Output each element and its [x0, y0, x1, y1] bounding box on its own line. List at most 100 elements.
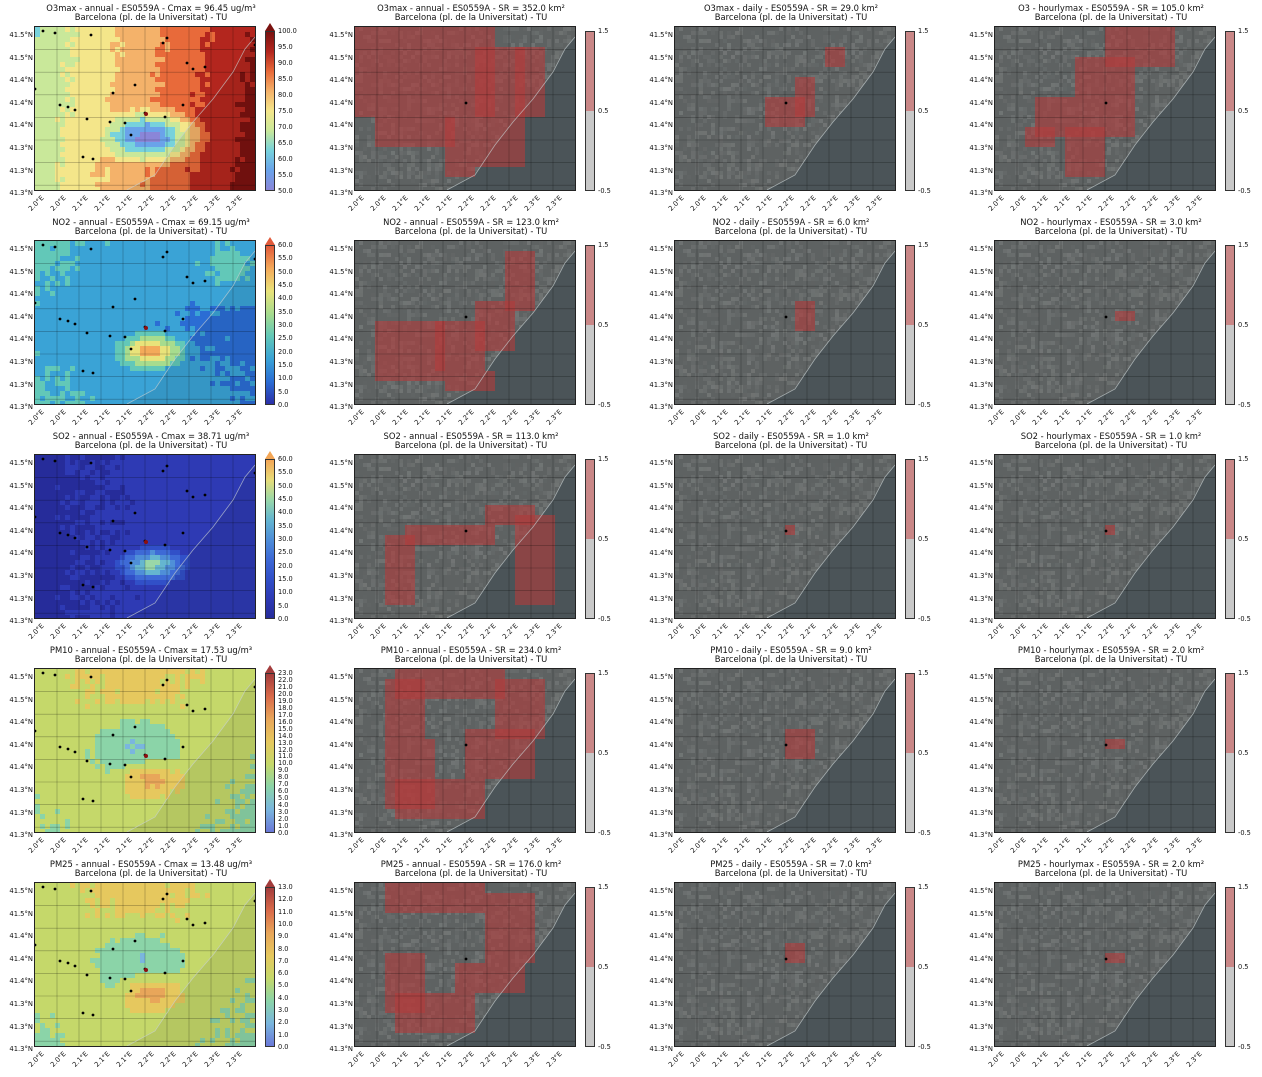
- sr-cell: [455, 525, 465, 535]
- sr-cell: [475, 749, 485, 759]
- sr-cell: [775, 97, 785, 107]
- sr-cell: [1055, 97, 1065, 107]
- sr-cell: [1035, 127, 1045, 137]
- sr-cell: [455, 167, 465, 177]
- sr-cell: [785, 117, 795, 127]
- colorbar-tick-label: 0.0: [278, 402, 289, 409]
- sr-cell: [515, 953, 525, 963]
- chart-subtitle: Barcelona (pl. de la Universitat) - TU: [322, 227, 620, 236]
- colorbar: [265, 245, 275, 405]
- sr-cell: [435, 341, 445, 351]
- chart-subtitle: Barcelona (pl. de la Universitat) - TU: [642, 13, 940, 22]
- sr-cell: [1115, 311, 1125, 321]
- chart-subtitle: Barcelona (pl. de la Universitat) - TU: [2, 441, 300, 450]
- sr-cell: [365, 57, 375, 67]
- ytick-label: 41.4°N: [640, 719, 673, 726]
- sr-cell: [455, 669, 465, 679]
- sr-cell: [1125, 107, 1135, 117]
- sr-cell: [1075, 127, 1085, 137]
- ytick-label: 41.4°N: [320, 291, 353, 298]
- sr-cell: [435, 1003, 445, 1013]
- map-svg: [675, 883, 895, 1046]
- ytick-label: 41.4°N: [960, 528, 993, 535]
- sr-cell: [415, 331, 425, 341]
- sr-cell: [535, 699, 545, 709]
- sr-cell: [455, 893, 465, 903]
- sr-cell: [515, 769, 525, 779]
- sr-cell: [415, 535, 425, 545]
- sr-cell: [1125, 77, 1135, 87]
- sr-cell: [385, 789, 395, 799]
- sr-cell: [395, 739, 405, 749]
- sr-cell: [1115, 27, 1125, 37]
- sr-cell: [1105, 57, 1115, 67]
- ytick-label: 41.3°N: [320, 596, 353, 603]
- ytick-label: 41.3°N: [320, 810, 353, 817]
- sr-cell: [795, 321, 805, 331]
- sr-cell: [465, 883, 475, 893]
- sr-cell: [485, 749, 495, 759]
- map-svg: [995, 883, 1215, 1046]
- ytick-label: 41.4°N: [960, 122, 993, 129]
- sr-cell: [505, 983, 515, 993]
- sr-cell: [495, 739, 505, 749]
- ytick-label: 41.3°N: [640, 404, 673, 411]
- sr-cell: [505, 271, 515, 281]
- sr-cell: [515, 565, 525, 575]
- station-marker: [86, 760, 89, 763]
- ytick-label: 41.3°N: [960, 404, 993, 411]
- sr-cell: [425, 57, 435, 67]
- target-station-marker: [144, 112, 148, 116]
- sr-cell: [405, 27, 415, 37]
- sr-cell: [1095, 137, 1105, 147]
- sr-cell: [465, 789, 475, 799]
- sr-cell: [465, 893, 475, 903]
- map-svg: [355, 669, 575, 832]
- ytick-label: 41.5°N: [0, 269, 33, 276]
- station-marker: [54, 32, 57, 35]
- sr-cell: [435, 525, 445, 535]
- sr-cell: [415, 729, 425, 739]
- sr-cell: [385, 341, 395, 351]
- source-receptor-region: [785, 729, 815, 759]
- sr-cell: [445, 351, 455, 361]
- sr-cell: [475, 27, 485, 37]
- sr-cell: [485, 341, 495, 351]
- ytick-label: 41.3°N: [960, 573, 993, 580]
- sr-cell: [415, 799, 425, 809]
- sr-cell: [375, 47, 385, 57]
- sr-cell: [1095, 97, 1105, 107]
- station-marker: [92, 586, 95, 589]
- chart-subtitle: Barcelona (pl. de la Universitat) - TU: [962, 869, 1260, 878]
- sr-cell: [495, 893, 505, 903]
- sr-cell: [475, 903, 485, 913]
- ytick-label: 41.3°N: [640, 190, 673, 197]
- ytick-label: 41.3°N: [640, 832, 673, 839]
- sr-cell: [475, 729, 485, 739]
- sr-cell: [435, 903, 445, 913]
- sr-cell: [1095, 147, 1105, 157]
- ytick-label: 41.4°N: [960, 77, 993, 84]
- sr-cell: [415, 953, 425, 963]
- sr-cell: [1095, 157, 1105, 167]
- sr-cell: [505, 57, 515, 67]
- ytick-label: 41.4°N: [0, 314, 33, 321]
- sr-cell: [1165, 47, 1175, 57]
- ytick-label: 41.3°N: [0, 787, 33, 794]
- ytick-label: 41.3°N: [0, 596, 33, 603]
- sr-cell: [1125, 127, 1135, 137]
- sr-cell: [485, 515, 495, 525]
- sr-cell: [375, 27, 385, 37]
- sr-cell: [1115, 37, 1125, 47]
- colorbar-tick-label: 1.0: [278, 1032, 289, 1039]
- ytick-label: 41.5°N: [960, 269, 993, 276]
- sr-cell: [1045, 127, 1055, 137]
- ytick-label: 41.4°N: [0, 933, 33, 940]
- station-marker: [109, 335, 112, 338]
- sr-cell: [395, 565, 405, 575]
- colorbar: [585, 459, 595, 619]
- ytick-label: 41.3°N: [320, 145, 353, 152]
- sr-cell: [425, 799, 435, 809]
- sr-cell: [495, 963, 505, 973]
- sr-cell: [425, 341, 435, 351]
